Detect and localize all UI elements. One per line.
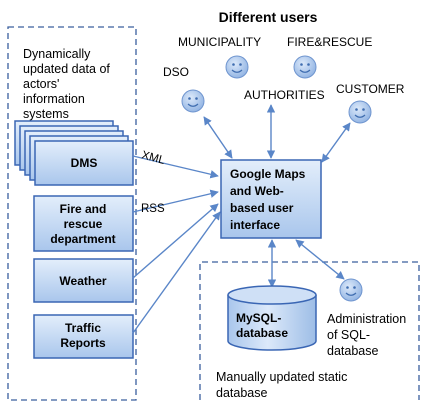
user-label-dso: DSO [163, 65, 189, 79]
smiley-face-icon [293, 55, 317, 79]
arrow-dms-to-hub [132, 155, 219, 179]
traffic-label-1: Traffic [65, 321, 101, 335]
diagram-title: Different users [219, 9, 318, 25]
fire-rescue-label-1: Fire and [60, 202, 107, 216]
fire-rescue-label-3: department [50, 232, 115, 246]
fire-rescue-rect [33, 195, 134, 252]
fire-rescue-box: Fire and rescue department [33, 195, 134, 252]
user-label-fire-rescue: FIRE&RESCUE [287, 35, 372, 49]
heading-line-2: updated data of [23, 62, 110, 76]
heading-line-4: information [23, 92, 85, 106]
traffic-reports-box: Traffic Reports [33, 314, 134, 359]
arrow-fire-to-hub [132, 189, 219, 213]
arrow-traffic-to-hub [132, 211, 221, 334]
heading-line-1: Dynamically [23, 47, 91, 61]
database-body [227, 295, 317, 351]
database-label-1: MySQL- [236, 311, 281, 325]
traffic-label-2: Reports [60, 336, 106, 350]
static-db-caption-1: Manually updated static [216, 370, 347, 384]
smiley-face-icon [339, 278, 363, 302]
hub-rect [220, 159, 322, 239]
admin-label-3: database [327, 344, 378, 358]
xml-label: XML [140, 149, 167, 167]
database-top [227, 285, 317, 305]
traffic-rect [33, 314, 134, 359]
weather-rect [33, 258, 134, 303]
hub-box: Google Maps and Web- based user interfac… [220, 159, 322, 239]
hub-label-3: based user [230, 201, 294, 215]
user-label-municipality: MUNICIPALITY [178, 35, 261, 49]
arrow-dso-hub [203, 116, 233, 159]
static-db-panel-border [199, 261, 420, 400]
smiley-face-icon [348, 100, 372, 124]
actors-panel-border [7, 26, 137, 401]
user-label-authorities: AUTHORITIES [244, 88, 325, 102]
arrow-hub-admin [295, 239, 345, 280]
database-label-2: database [236, 326, 288, 340]
heading-line-3: actors' [23, 77, 59, 91]
arrow-customer-hub [321, 122, 351, 163]
admin-label-1: Administration [327, 312, 406, 326]
static-db-caption-2: database [216, 386, 267, 400]
dms-label: DMS [71, 156, 98, 170]
admin-label-2: of SQL- [327, 328, 370, 342]
weather-box: Weather [33, 258, 134, 303]
hub-label-1: Google Maps [230, 167, 306, 181]
heading-line-5: systems [23, 107, 69, 121]
dms-stack: DMS [14, 120, 134, 186]
smiley-face-icon [181, 89, 205, 113]
hub-label-4: interface [230, 218, 280, 232]
arrow-weather-to-hub [132, 203, 219, 279]
rss-label: RSS [141, 203, 165, 215]
hub-label-2: and Web- [230, 184, 284, 198]
actors-panel-heading: Dynamically updated data of actors' info… [23, 47, 110, 121]
database-icon: MySQL- database [227, 285, 317, 351]
source-arrows [132, 155, 221, 334]
user-arrows [203, 104, 351, 288]
weather-label: Weather [59, 274, 106, 288]
user-label-customer: CUSTOMER [336, 82, 405, 96]
smiley-face-icon [225, 55, 249, 79]
dms-box [34, 140, 134, 186]
fire-rescue-label-2: rescue [64, 217, 103, 231]
